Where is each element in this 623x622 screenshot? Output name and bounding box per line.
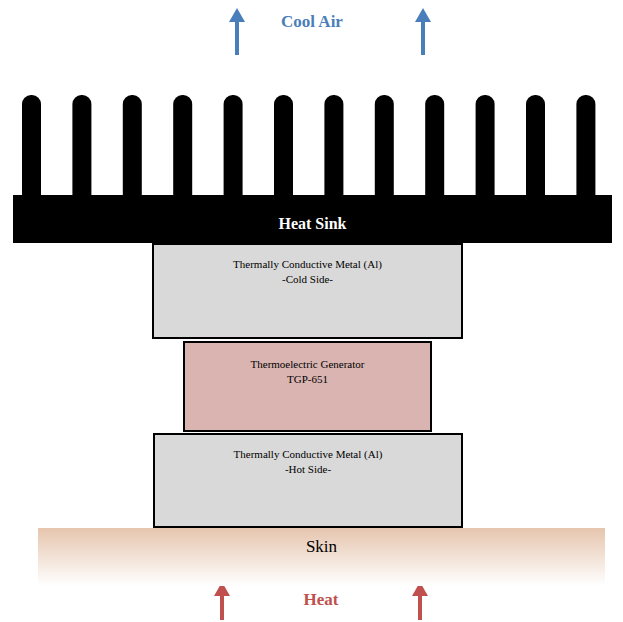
- fin: [425, 95, 444, 207]
- cold-side-block: Thermally Conductive Metal (Al)-Cold Sid…: [152, 243, 463, 339]
- cool-air-arrows: [229, 8, 431, 55]
- fin: [72, 95, 91, 207]
- fin: [224, 95, 243, 207]
- thermoelectric-generator: Thermoelectric GeneratorTGP-651: [183, 341, 432, 432]
- node-subtitle: -Cold Side-: [154, 272, 461, 287]
- fin: [22, 95, 41, 207]
- fin: [526, 95, 545, 207]
- cool-air-label: Cool Air: [281, 12, 343, 32]
- fin: [324, 95, 343, 207]
- node-title: Thermally Conductive Metal (Al): [154, 257, 461, 272]
- fin: [476, 95, 495, 207]
- fin: [274, 95, 293, 207]
- node-title: Thermally Conductive Metal (Al): [155, 447, 461, 462]
- hot-side-block: Thermally Conductive Metal (Al)-Hot Side…: [153, 433, 463, 528]
- fin: [173, 95, 192, 207]
- skin-layer: Skin: [38, 528, 605, 586]
- heat-sink-fins: [22, 95, 595, 207]
- fin: [576, 95, 595, 207]
- heat-sink: Heat Sink: [13, 195, 612, 243]
- heat-arrows: [214, 582, 428, 620]
- fin: [375, 95, 394, 207]
- heat-label: Heat: [304, 590, 339, 610]
- node-title: Thermoelectric Generator: [185, 357, 430, 372]
- fin: [123, 95, 142, 207]
- node-subtitle: -Hot Side-: [155, 462, 461, 477]
- node-title: Skin: [38, 536, 605, 559]
- node-subtitle: TGP-651: [185, 372, 430, 387]
- node-title: Heat Sink: [13, 213, 612, 235]
